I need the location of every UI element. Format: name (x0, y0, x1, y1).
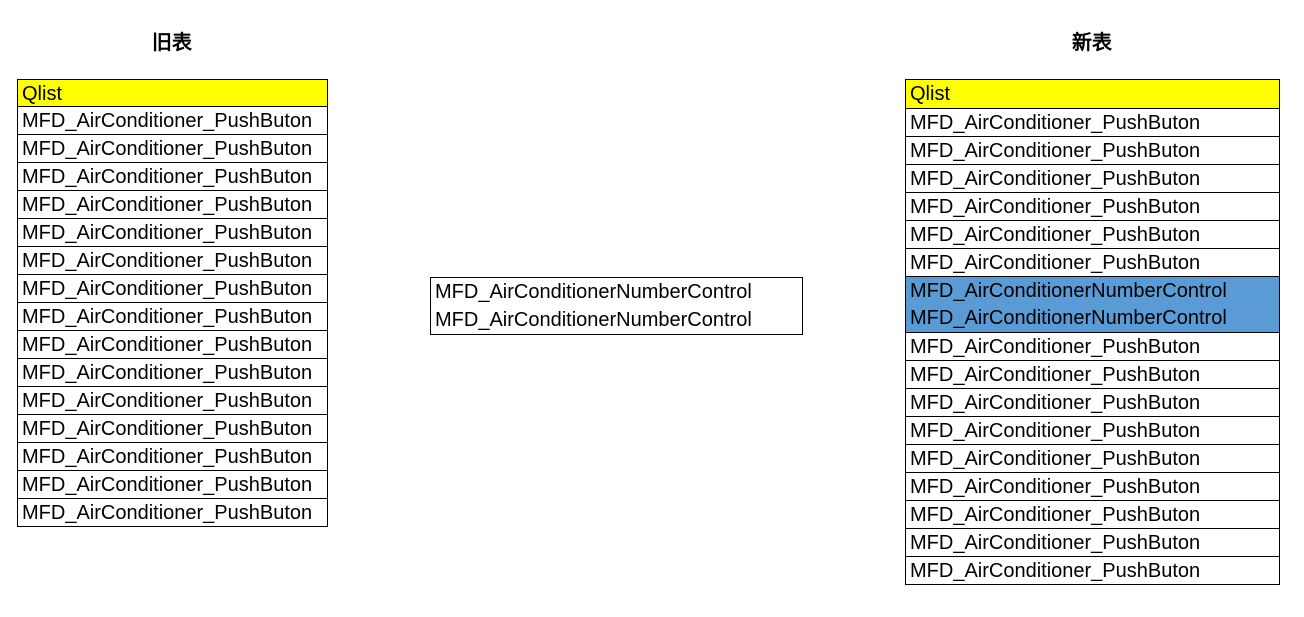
old-table-cell[interactable]: MFD_AirConditioner_PushButon (18, 303, 327, 331)
new-table-cell-highlighted[interactable]: MFD_AirConditionerNumberControl (906, 276, 1279, 304)
old-table-cell[interactable]: MFD_AirConditioner_PushButon (18, 191, 327, 219)
new-table-cell[interactable]: MFD_AirConditioner_PushButon (906, 136, 1279, 164)
old-table-cell[interactable]: MFD_AirConditioner_PushButon (18, 247, 327, 275)
old-table-cell[interactable]: MFD_AirConditioner_PushButon (18, 275, 327, 303)
old-table-cell[interactable]: MFD_AirConditioner_PushButon (18, 135, 327, 163)
new-table-cell[interactable]: MFD_AirConditioner_PushButon (906, 360, 1279, 388)
old-table-cell[interactable]: MFD_AirConditioner_PushButon (18, 471, 327, 499)
new-table-cell[interactable]: MFD_AirConditioner_PushButon (906, 416, 1279, 444)
middle-table-cell[interactable]: MFD_AirConditionerNumberControl (435, 309, 752, 331)
old-table-cell[interactable]: MFD_AirConditioner_PushButon (18, 443, 327, 471)
old-table-cell[interactable]: MFD_AirConditioner_PushButon (18, 331, 327, 359)
new-table-cell[interactable]: MFD_AirConditioner_PushButon (906, 164, 1279, 192)
new-table-cell[interactable]: MFD_AirConditioner_PushButon (906, 192, 1279, 220)
old-table-cell[interactable]: MFD_AirConditioner_PushButon (18, 219, 327, 247)
new-table-cell[interactable]: MFD_AirConditioner_PushButon (906, 444, 1279, 472)
old-table-cell[interactable]: MFD_AirConditioner_PushButon (18, 415, 327, 443)
new-table-cell[interactable]: MFD_AirConditioner_PushButon (906, 556, 1279, 584)
old-table-cell[interactable]: MFD_AirConditioner_PushButon (18, 163, 327, 191)
new-table-cell-highlighted[interactable]: MFD_AirConditionerNumberControl (906, 304, 1279, 332)
new-table-header[interactable]: Qlist (906, 80, 1279, 108)
new-table-cell[interactable]: MFD_AirConditioner_PushButon (906, 472, 1279, 500)
new-table-cell[interactable]: MFD_AirConditioner_PushButon (906, 108, 1279, 136)
new-table-title: 新表 (1072, 30, 1112, 54)
new-table-cell[interactable]: MFD_AirConditioner_PushButon (906, 388, 1279, 416)
new-table-cell[interactable]: MFD_AirConditioner_PushButon (906, 332, 1279, 360)
new-table-cell[interactable]: MFD_AirConditioner_PushButon (906, 220, 1279, 248)
old-table-cell[interactable]: MFD_AirConditioner_PushButon (18, 107, 327, 135)
old-table-cell[interactable]: MFD_AirConditioner_PushButon (18, 387, 327, 415)
new-table-cell[interactable]: MFD_AirConditioner_PushButon (906, 500, 1279, 528)
new-table-cell[interactable]: MFD_AirConditioner_PushButon (906, 528, 1279, 556)
old-table-cell[interactable]: MFD_AirConditioner_PushButon (18, 359, 327, 387)
old-table-title: 旧表 (152, 30, 192, 54)
old-table-cell[interactable]: MFD_AirConditioner_PushButon (18, 499, 327, 527)
old-table-header[interactable]: Qlist (18, 79, 327, 107)
middle-table-cell[interactable]: MFD_AirConditionerNumberControl (435, 281, 752, 303)
new-table-cell[interactable]: MFD_AirConditioner_PushButon (906, 248, 1279, 276)
